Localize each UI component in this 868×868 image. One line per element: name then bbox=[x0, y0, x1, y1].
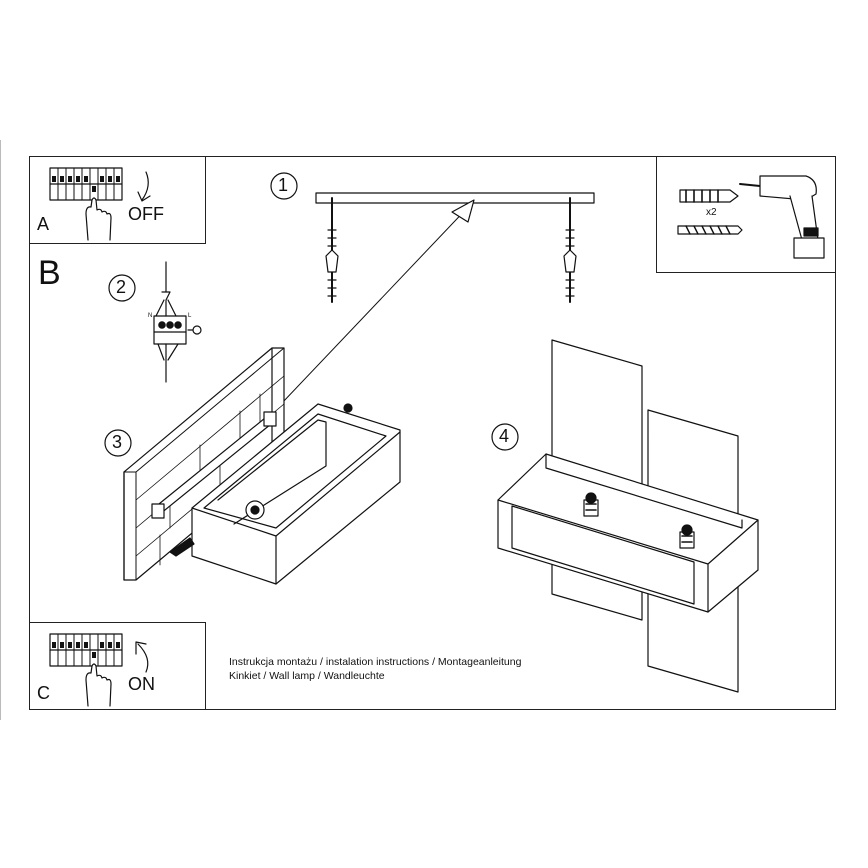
step-1-number: 1 bbox=[278, 175, 289, 195]
page-edge-rule bbox=[0, 140, 1, 720]
step-a-label: A bbox=[37, 214, 50, 234]
screw-anchor-left bbox=[325, 197, 339, 303]
arrow-down-icon bbox=[137, 171, 151, 202]
off-label: OFF bbox=[128, 204, 164, 224]
step-4-number: 4 bbox=[499, 426, 510, 446]
step-3-number: 3 bbox=[112, 432, 123, 452]
mounting-bar bbox=[315, 192, 595, 204]
live-label: L bbox=[188, 313, 192, 319]
socket-left bbox=[583, 492, 599, 517]
lamp-box bbox=[169, 403, 401, 585]
neutral-label: N bbox=[148, 313, 153, 319]
screw-count-label: x2 bbox=[706, 207, 717, 218]
instruction-frame bbox=[29, 156, 836, 710]
step-2-number: 2 bbox=[116, 277, 127, 297]
breaker-panel-icon bbox=[49, 167, 123, 201]
hand-icon bbox=[85, 197, 112, 241]
wood-screw-icon bbox=[677, 225, 743, 235]
terminal-block bbox=[153, 261, 202, 383]
assembled-lamp bbox=[497, 339, 759, 693]
caption-line-2: Kinkiet / Wall lamp / Wandleuchte bbox=[229, 670, 385, 682]
socket-right bbox=[679, 524, 695, 549]
wall-plug-icon bbox=[679, 189, 739, 203]
screw-anchor-right bbox=[563, 197, 577, 303]
caption-line-1: Instrukcja montażu / instalation instruc… bbox=[229, 656, 522, 668]
drill-icon bbox=[739, 175, 825, 259]
on-label: ON bbox=[128, 674, 155, 694]
step-c-label: C bbox=[37, 683, 50, 703]
step-b-label: B bbox=[38, 254, 61, 292]
